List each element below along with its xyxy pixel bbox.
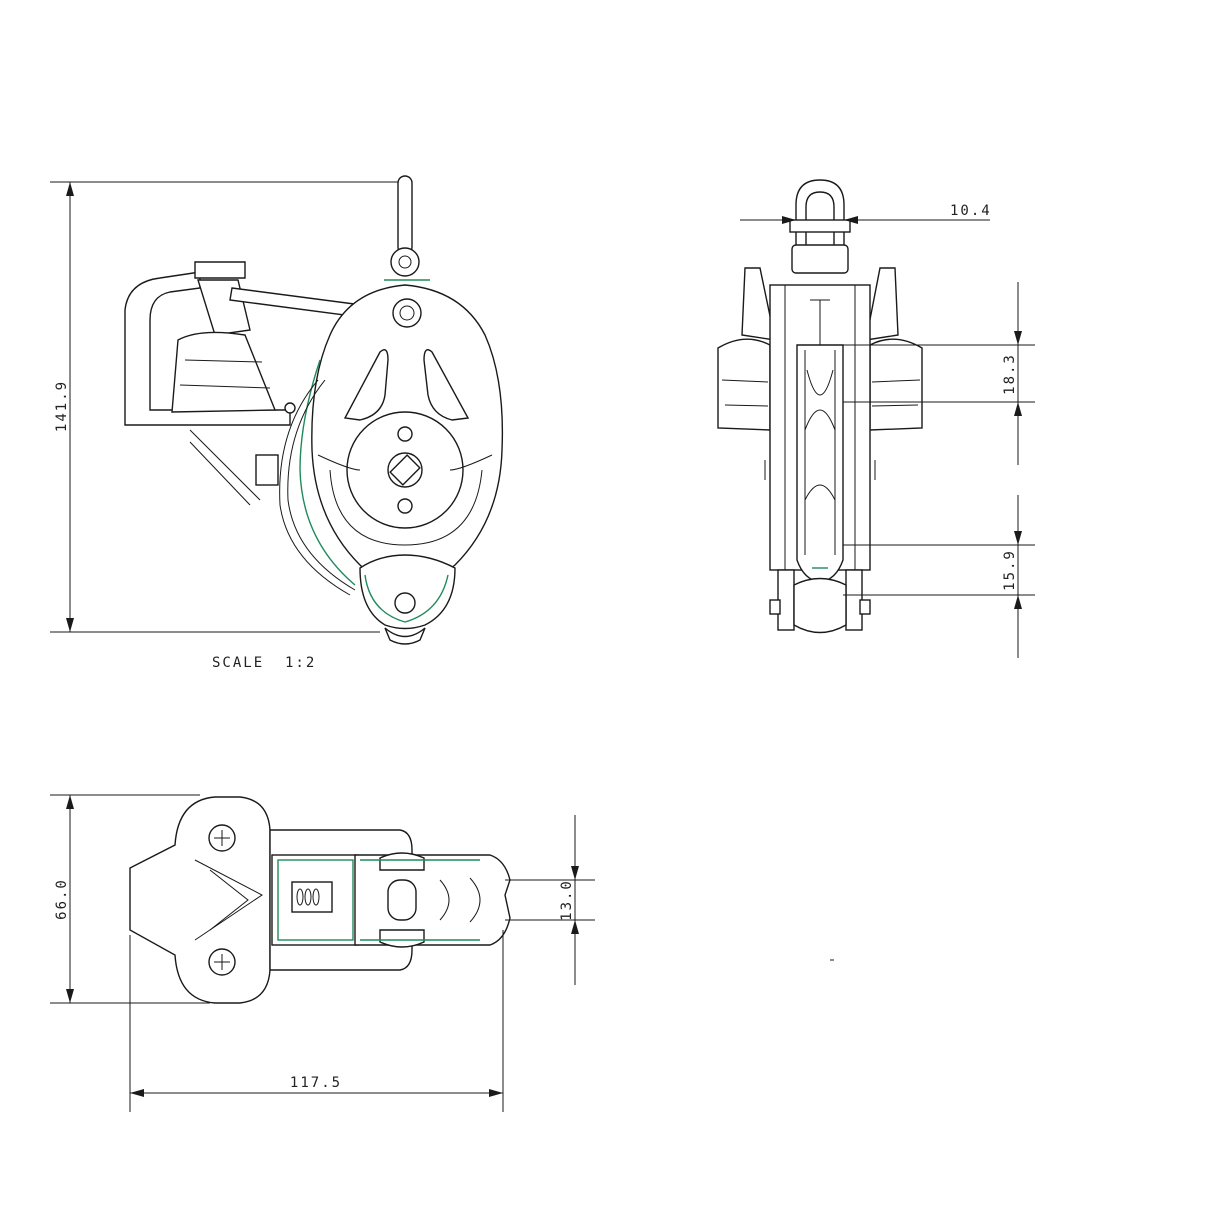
height-dim-label: 141.9 xyxy=(54,380,70,432)
shackle-width-label: 10.4 xyxy=(950,203,992,219)
base-width-dim-label: 66.0 xyxy=(54,878,70,920)
sheave-lower-dim-label: 15.9 xyxy=(1002,549,1018,591)
sheave-upper-dim-label: 18.3 xyxy=(1002,353,1018,395)
base-length-dim-label: 117.5 xyxy=(290,1075,342,1091)
sheave-width-dim-label: 13.0 xyxy=(559,879,575,921)
side-view: 141.9 SCALE 1:2 xyxy=(50,175,504,671)
front-view: 10.4 18.3 15.9 xyxy=(717,179,1035,658)
scale-label: SCALE 1:2 xyxy=(212,655,316,671)
top-view: 66.0 13.0 xyxy=(50,794,595,1112)
